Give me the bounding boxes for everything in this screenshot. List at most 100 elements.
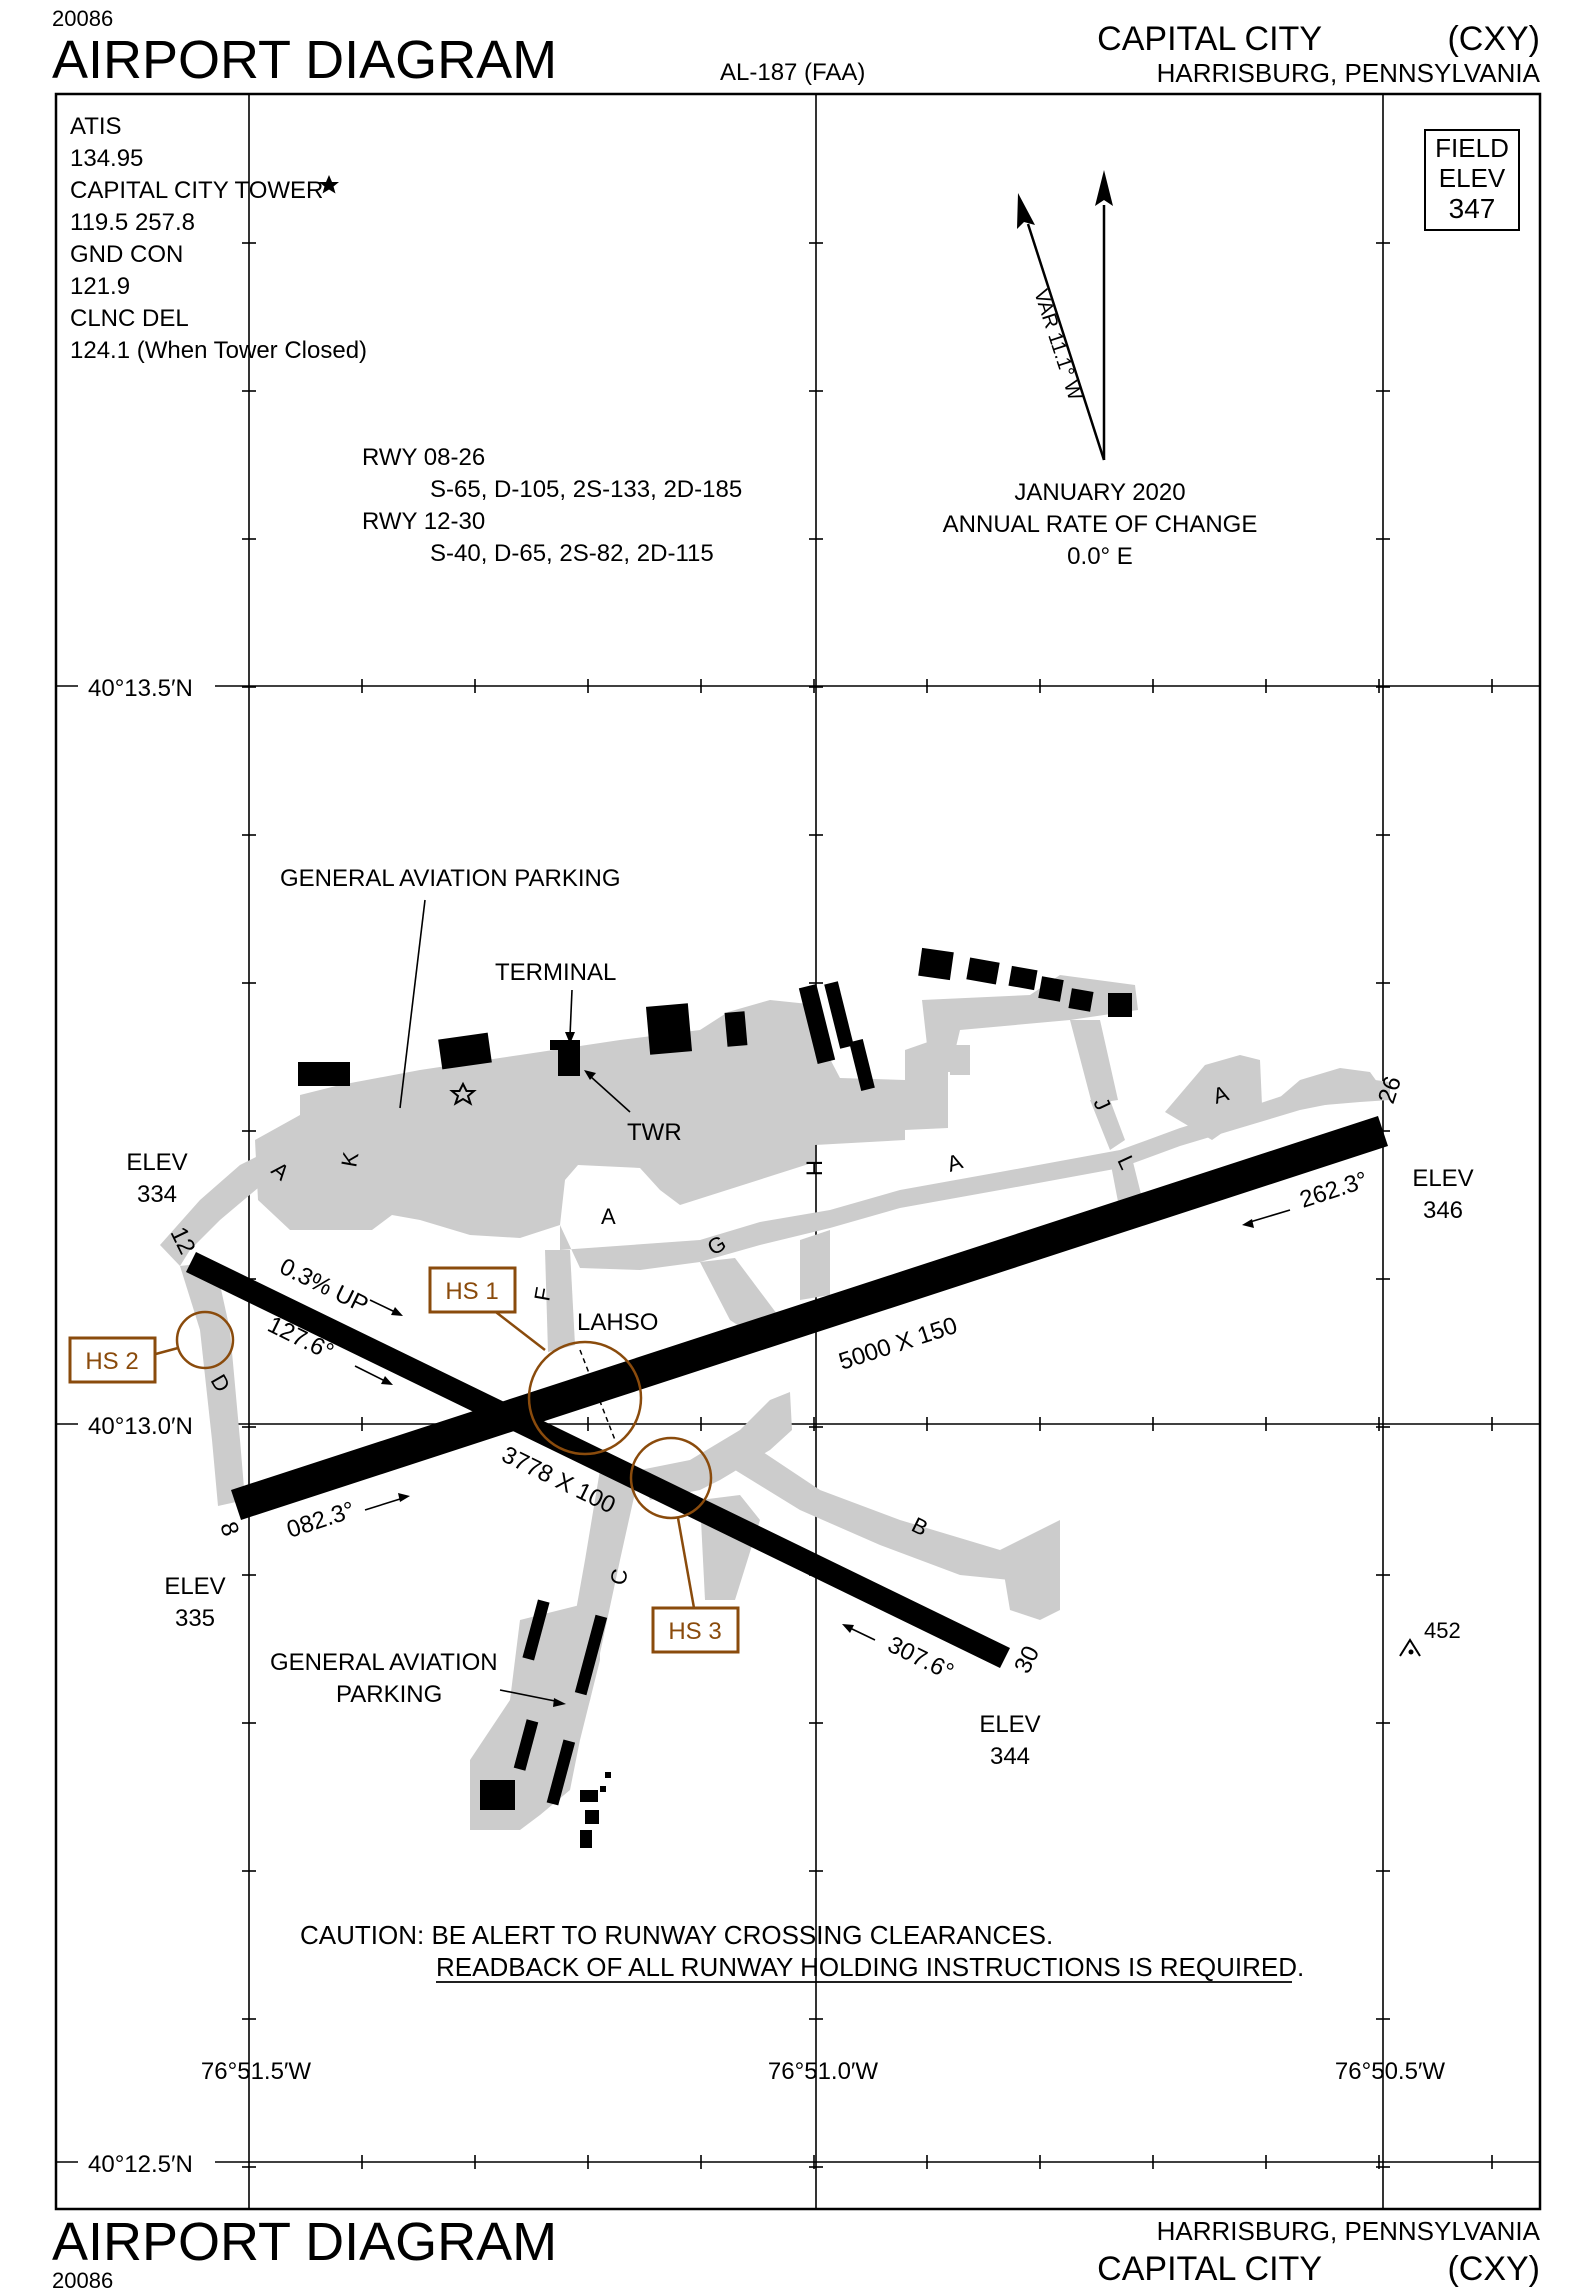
chart-frame <box>54 92 1542 2211</box>
field-elev-line1: FIELD <box>1435 133 1509 163</box>
field-elev-line2: ELEV <box>1439 163 1506 193</box>
lon-label-mid: 76°51.0′W <box>768 2058 879 2085</box>
runway-08-26-dimensions: 5000 X 150 <box>836 1312 961 1376</box>
taxiway-a-parallel <box>560 1078 1390 1270</box>
taxiway-a-north <box>160 1140 300 1266</box>
airport-name-bottom: CAPITAL CITY <box>1097 2250 1322 2288</box>
city-state-top: HARRISBURG, PENNSYLVANIA <box>1157 58 1541 88</box>
rwy-strength-values-1: S-65, D-105, 2S-133, 2D-185 <box>430 476 742 503</box>
chart-title-bottom: AIRPORT DIAGRAM <box>52 2212 557 2272</box>
elev-334-label: ELEV <box>126 1149 187 1176</box>
ga-parking-north-label: GENERAL AVIATION PARKING <box>280 865 621 892</box>
south-ga-leader <box>499 1689 561 1703</box>
elev-335-value: 335 <box>175 1605 215 1632</box>
variation-date: JANUARY 2020 <box>1014 479 1185 506</box>
hotspot-3-circle <box>629 1436 713 1520</box>
field-elev-value: 347 <box>1449 193 1496 224</box>
obstacle-height: 452 <box>1424 1618 1461 1643</box>
magnetic-north-arrow-icon <box>1017 193 1035 229</box>
chart-title-top: AIRPORT DIAGRAM <box>52 30 557 90</box>
taxiway-f <box>545 1250 575 1352</box>
lahso-label: LAHSO <box>577 1309 658 1336</box>
true-north-arrow-icon <box>1095 170 1113 206</box>
taxiway-f-label: F <box>529 1285 556 1303</box>
taxiway-a-label-2: A <box>601 1204 616 1229</box>
twr-label: TWR <box>627 1119 682 1146</box>
variation-label: VAR 11.1° W <box>1029 287 1086 403</box>
runway-12-30 <box>186 1252 1010 1668</box>
runways <box>186 1116 1388 1668</box>
hotspots <box>151 1295 713 1609</box>
chart-id-bottom: 20086 <box>52 2268 113 2293</box>
caution-line-2: READBACK OF ALL RUNWAY HOLDING INSTRUCTI… <box>436 1952 1304 1982</box>
taxiway-d <box>180 1262 245 1506</box>
hotspot-2-box <box>68 1336 157 1384</box>
field-elev-box <box>1424 129 1520 231</box>
hotspot-1-circle <box>527 1340 643 1456</box>
taxiway-k-label: K <box>336 1150 363 1169</box>
elev-346-value: 346 <box>1423 1197 1463 1224</box>
freq-ground-value: 121.9 <box>70 273 130 300</box>
obstacle-icon <box>1399 1638 1421 1657</box>
hotspot-3-label: HS 3 <box>668 1618 721 1645</box>
freq-atis: ATIS <box>70 113 122 140</box>
caution-line-1: CAUTION: BE ALERT TO RUNWAY CROSSING CLE… <box>300 1920 1053 1950</box>
pavement <box>160 975 1390 1830</box>
rwy-strength-values-2: S-40, D-65, 2S-82, 2D-115 <box>430 540 714 567</box>
elev-334-value: 334 <box>137 1181 177 1208</box>
grid-ticks <box>242 242 1493 2169</box>
elev-344-value: 344 <box>990 1743 1030 1770</box>
taxiway-c-label: C <box>605 1567 632 1587</box>
taxiway-h <box>800 1230 830 1300</box>
freq-tower-value: 119.5 257.8 <box>70 209 195 236</box>
procedure-id: AL-187 (FAA) <box>720 59 865 86</box>
elev-335-label: ELEV <box>164 1573 225 1600</box>
elev-346-label: ELEV <box>1412 1165 1473 1192</box>
freq-atis-value: 134.95 <box>70 145 143 172</box>
south-ga-leader-arrow <box>553 1698 566 1707</box>
terminal-label: TERMINAL <box>495 959 616 986</box>
chart-id-top: 20086 <box>52 6 113 31</box>
freq-ground: GND CON <box>70 241 183 268</box>
runway-26-label: 26 <box>1373 1073 1407 1107</box>
lon-label-east: 76°50.5′W <box>1335 2058 1446 2085</box>
variation-rate-title: ANNUAL RATE OF CHANGE <box>943 511 1258 538</box>
hotspot-labels: HS 1 HS 2 HS 3 <box>68 1266 740 1654</box>
runway-08-label: 8 <box>214 1519 244 1540</box>
ga-parking-leader <box>399 899 426 1109</box>
airport-beacon-icon <box>449 1081 477 1106</box>
freq-tower: CAPITAL CITY TOWER <box>70 177 323 204</box>
runway-30-label: 30 <box>1009 1642 1045 1678</box>
lat-label-north: 40°13.5′N <box>88 675 193 702</box>
twr-leader-arrow <box>584 1070 596 1080</box>
tower-star-icon <box>319 175 339 194</box>
lahso-line <box>579 1349 616 1441</box>
terminal-leader <box>569 989 573 1037</box>
hotspot-1-box <box>428 1266 517 1314</box>
hotspot-2-circle <box>175 1310 235 1370</box>
airport-code-top: (CXY) <box>1447 20 1540 58</box>
variation-arrows: VAR 11.1° W <box>1017 170 1113 461</box>
taxiway-b <box>735 1450 1010 1580</box>
heading-082: 082.3° <box>284 1497 359 1544</box>
terminal-leader-arrow <box>565 1032 575 1044</box>
elev-344-label: ELEV <box>979 1711 1040 1738</box>
buildings <box>298 947 1132 1848</box>
variation-rate: 0.0° E <box>1067 543 1133 570</box>
frequency-block: ATIS 134.95 CAPITAL CITY TOWER 119.5 257… <box>70 113 367 364</box>
taxiway-j <box>1090 1100 1125 1150</box>
ga-parking-south-label-2: PARKING <box>336 1681 442 1708</box>
rwy-strength-label-2: RWY 12-30 <box>362 508 485 535</box>
twr-leader <box>589 1075 631 1113</box>
heading-262: 262.3° <box>1297 1167 1372 1214</box>
south-connector <box>640 1392 792 1500</box>
lon-label-west: 76°51.5′W <box>201 2058 312 2085</box>
city-state-bottom: HARRISBURG, PENNSYLVANIA <box>1157 2216 1541 2246</box>
ga-parking-south-label-1: GENERAL AVIATION <box>270 1649 498 1676</box>
hotspot-3-box <box>651 1606 740 1654</box>
hotspot-1-label: HS 1 <box>445 1278 498 1305</box>
rwy-strength-label-1: RWY 08-26 <box>362 444 485 471</box>
airport-name-top: CAPITAL CITY <box>1097 20 1322 58</box>
airport-code-bottom: (CXY) <box>1447 2250 1540 2288</box>
